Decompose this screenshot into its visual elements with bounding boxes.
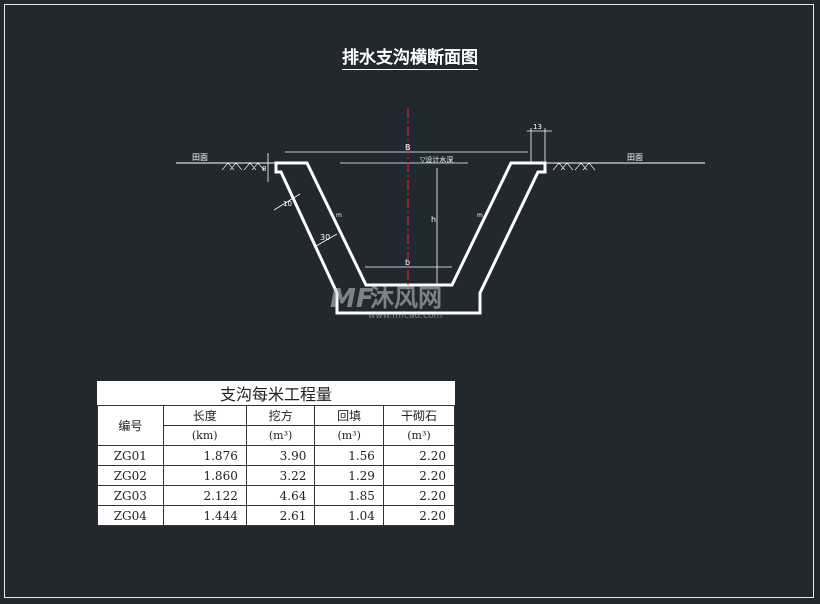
unit-dry-stone: (m³) [382, 425, 456, 446]
unit-length: (km) [162, 425, 247, 446]
cell-dry-stone: 2.20 [382, 465, 456, 486]
dim-label-30: 30 [320, 233, 330, 242]
dim-label-B: B [405, 143, 411, 152]
cell-backfill: 1.85 [314, 485, 384, 506]
ground-label-left: 田面 [192, 153, 208, 162]
cell-dry-stone: 2.20 [382, 445, 456, 466]
svg-text:www.mfcad.com: www.mfcad.com [368, 311, 442, 321]
ground-label-right: 田面 [627, 153, 643, 162]
cell-backfill: 1.56 [314, 445, 384, 466]
drawing-frame [4, 4, 814, 598]
cell-id: ZG03 [97, 485, 164, 506]
slope-label-right: m [477, 212, 483, 219]
cell-backfill: 1.29 [314, 465, 384, 486]
cell-id: ZG02 [97, 465, 164, 486]
dim-label-b: b [405, 258, 410, 267]
svg-text:沐风网: 沐风网 [370, 284, 442, 312]
cell-excavation: 4.64 [245, 485, 316, 506]
dim-line-30 [315, 233, 338, 247]
cell-id: ZG04 [97, 505, 164, 526]
table-row: ZG04 1.444 2.61 1.04 2.20 [97, 505, 456, 526]
drawing-title-text: 排水支沟横断面图 [342, 48, 478, 70]
cell-dry-stone: 2.20 [382, 505, 456, 526]
ground-hatch-right [552, 162, 596, 171]
header-backfill: 回填 [314, 405, 384, 426]
channel-lining [274, 161, 547, 315]
cell-length: 1.444 [162, 505, 247, 526]
cell-length: 1.860 [162, 465, 247, 486]
drawing-title: 排水支沟横断面图 [0, 43, 820, 70]
table-row: ZG02 1.860 3.22 1.29 2.20 [97, 465, 456, 486]
dim-label-8: 8 [262, 165, 266, 173]
cell-length: 2.122 [162, 485, 247, 506]
table-caption: 支沟每米工程量 [97, 381, 455, 406]
ground-hatch-left [221, 162, 265, 171]
water-level-label: ▽设计水深 [420, 155, 453, 164]
header-excavation: 挖方 [245, 405, 316, 426]
watermark-logo: MF 沐风网 www.mfcad.com [330, 284, 442, 321]
svg-text:MF: MF [330, 284, 374, 314]
cell-id: ZG01 [97, 445, 164, 466]
table-row: ZG01 1.876 3.90 1.56 2.20 [97, 445, 456, 466]
unit-backfill: (m³) [314, 425, 384, 446]
dim-label-h: h [431, 215, 436, 224]
cell-length: 1.876 [162, 445, 247, 466]
dim-label-10: 10 [283, 200, 292, 208]
header-id: 编号 [97, 405, 164, 446]
unit-excavation: (m³) [245, 425, 316, 446]
cell-dry-stone: 2.20 [382, 485, 456, 506]
quantity-table: 支沟每米工程量 编号 长度 挖方 回填 干砌石 (km) (m³) (m³) (… [97, 381, 456, 526]
header-length: 长度 [162, 405, 247, 426]
cell-excavation: 3.22 [245, 465, 316, 486]
cell-excavation: 2.61 [245, 505, 316, 526]
cell-backfill: 1.04 [314, 505, 384, 526]
dim-label-13: 13 [533, 123, 542, 131]
table-row: ZG03 2.122 4.64 1.85 2.20 [97, 485, 456, 506]
cell-excavation: 3.90 [245, 445, 316, 466]
header-dry-stone: 干砌石 [382, 405, 456, 426]
slope-label-left: m [336, 212, 342, 219]
dim-line-10 [273, 193, 301, 211]
